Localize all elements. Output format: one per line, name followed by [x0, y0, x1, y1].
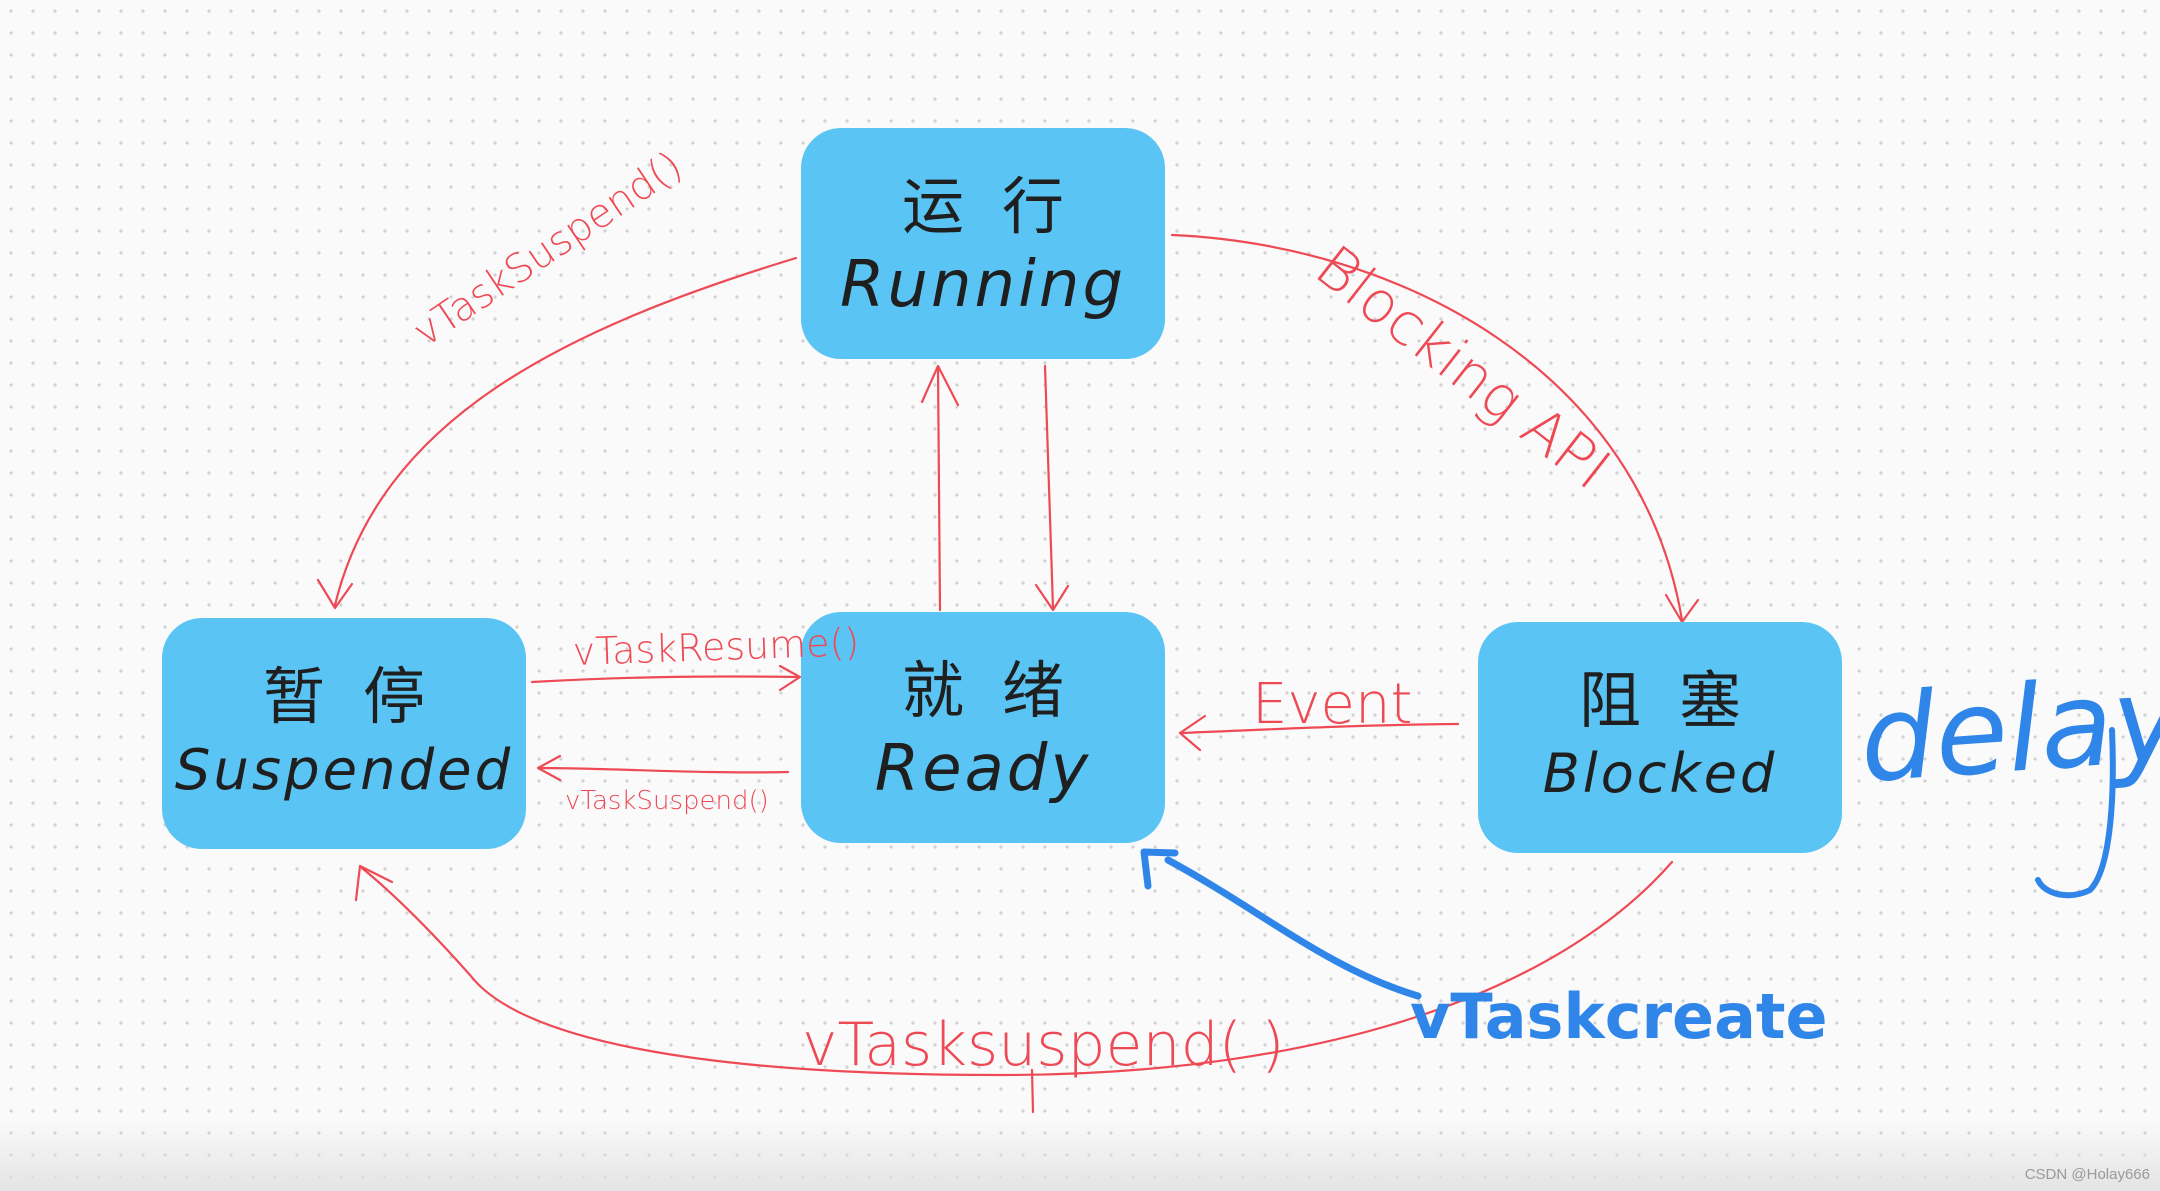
label-bottom-suspend: vTasksuspend( ): [802, 1010, 1285, 1080]
state-suspended-en: Suspended: [174, 738, 514, 803]
bottom-arc-tick: [1030, 1068, 1035, 1114]
arrowhead-create-to-ready: [1140, 848, 1179, 890]
arrowhead-ready-to-suspended: [536, 754, 562, 782]
arrow-suspended-to-ready: [530, 675, 800, 684]
arrowhead-ready-to-running: [920, 364, 960, 407]
state-suspended: 暂停 Suspended: [162, 618, 526, 849]
arrow-ready-to-suspended: [538, 766, 790, 774]
state-running-cn: 运行: [901, 170, 1102, 243]
state-blocked: 阻塞 Blocked: [1478, 622, 1842, 853]
state-suspended-cn: 暂停: [262, 660, 463, 733]
state-running-en: Running: [839, 248, 1127, 322]
arrow-ready-to-running: [936, 366, 942, 612]
delay-hook: [2035, 727, 2116, 899]
arrow-running-to-suspended: [333, 256, 798, 607]
arrow-create-to-ready: [1164, 856, 1422, 1000]
label-ready-to-suspended: vTaskSuspend(): [565, 786, 769, 816]
arrowhead-running-to-ready: [1034, 583, 1070, 612]
state-ready-cn: 就绪: [901, 654, 1102, 727]
arrowhead-suspended-to-ready: [778, 664, 802, 692]
state-ready: 就绪 Ready: [801, 612, 1165, 843]
arrowhead-running-to-suspended: [316, 578, 354, 610]
arrowhead-blocked-to-ready: [1178, 714, 1207, 752]
arrow-blocked-to-suspended: [360, 860, 1674, 1077]
state-ready-en: Ready: [874, 732, 1092, 806]
state-running: 运行 Running: [801, 128, 1165, 359]
arrow-running-to-ready: [1043, 364, 1055, 610]
arrow-running-to-blocked: [1170, 233, 1684, 622]
state-blocked-en: Blocked: [1542, 742, 1778, 805]
bottom-fade: [0, 1120, 2160, 1191]
arrow-blocked-to-ready: [1178, 722, 1460, 735]
label-vtaskcreate: vTaskcreate: [1410, 980, 1828, 1053]
arrowhead-blocked-to-suspended: [354, 864, 394, 902]
label-delay: delay: [1855, 648, 2160, 810]
watermark: CSDN @Holay666: [2024, 1166, 2150, 1183]
label-blocked-to-ready: Event: [1252, 672, 1413, 737]
state-blocked-cn: 阻塞: [1578, 664, 1779, 737]
